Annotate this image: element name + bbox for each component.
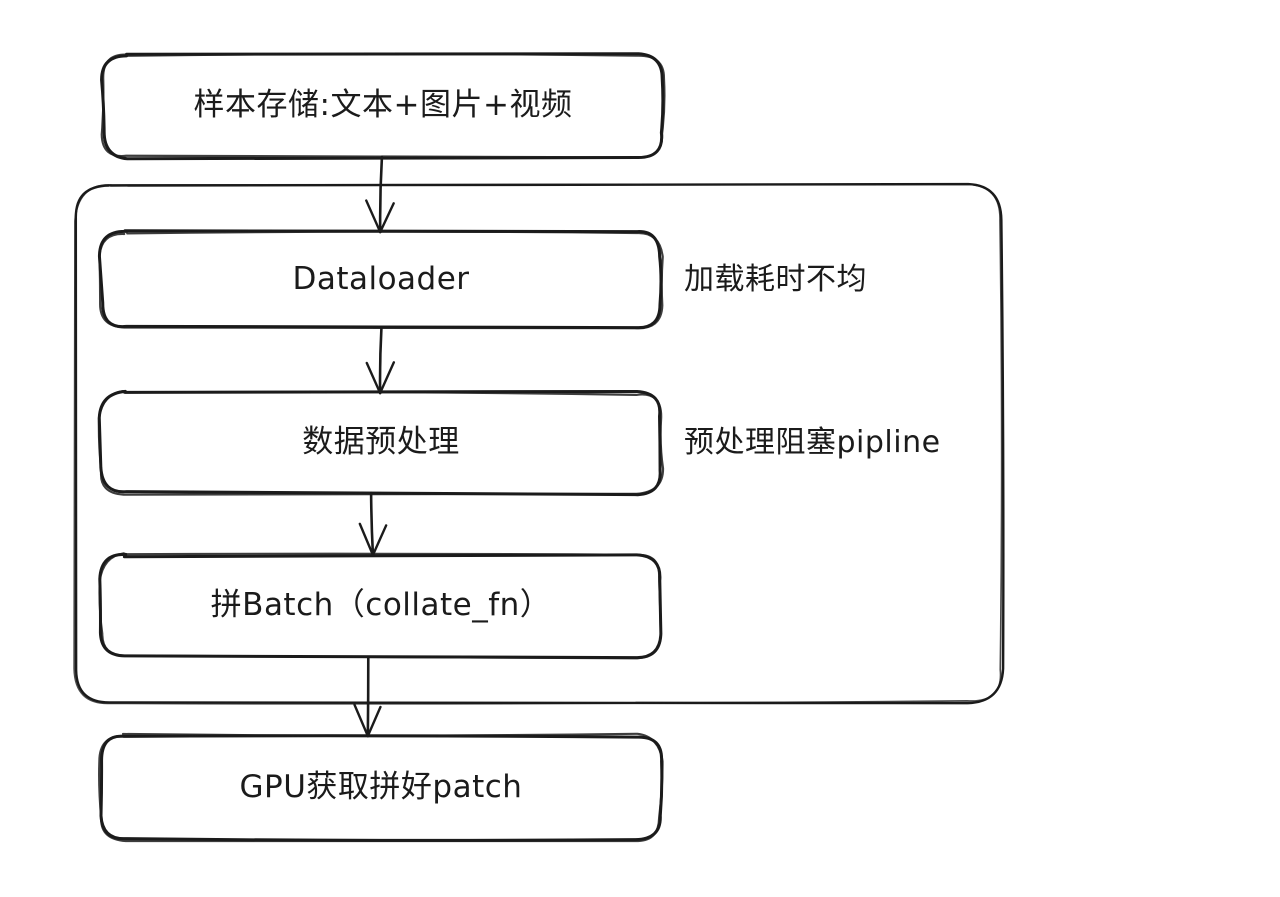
diagram-canvas: 样本存储:文本+图片+视频 Dataloader 数据预处理 拼Batch（co… <box>73 52 1005 843</box>
diagram-sketch-layer <box>73 52 1005 843</box>
